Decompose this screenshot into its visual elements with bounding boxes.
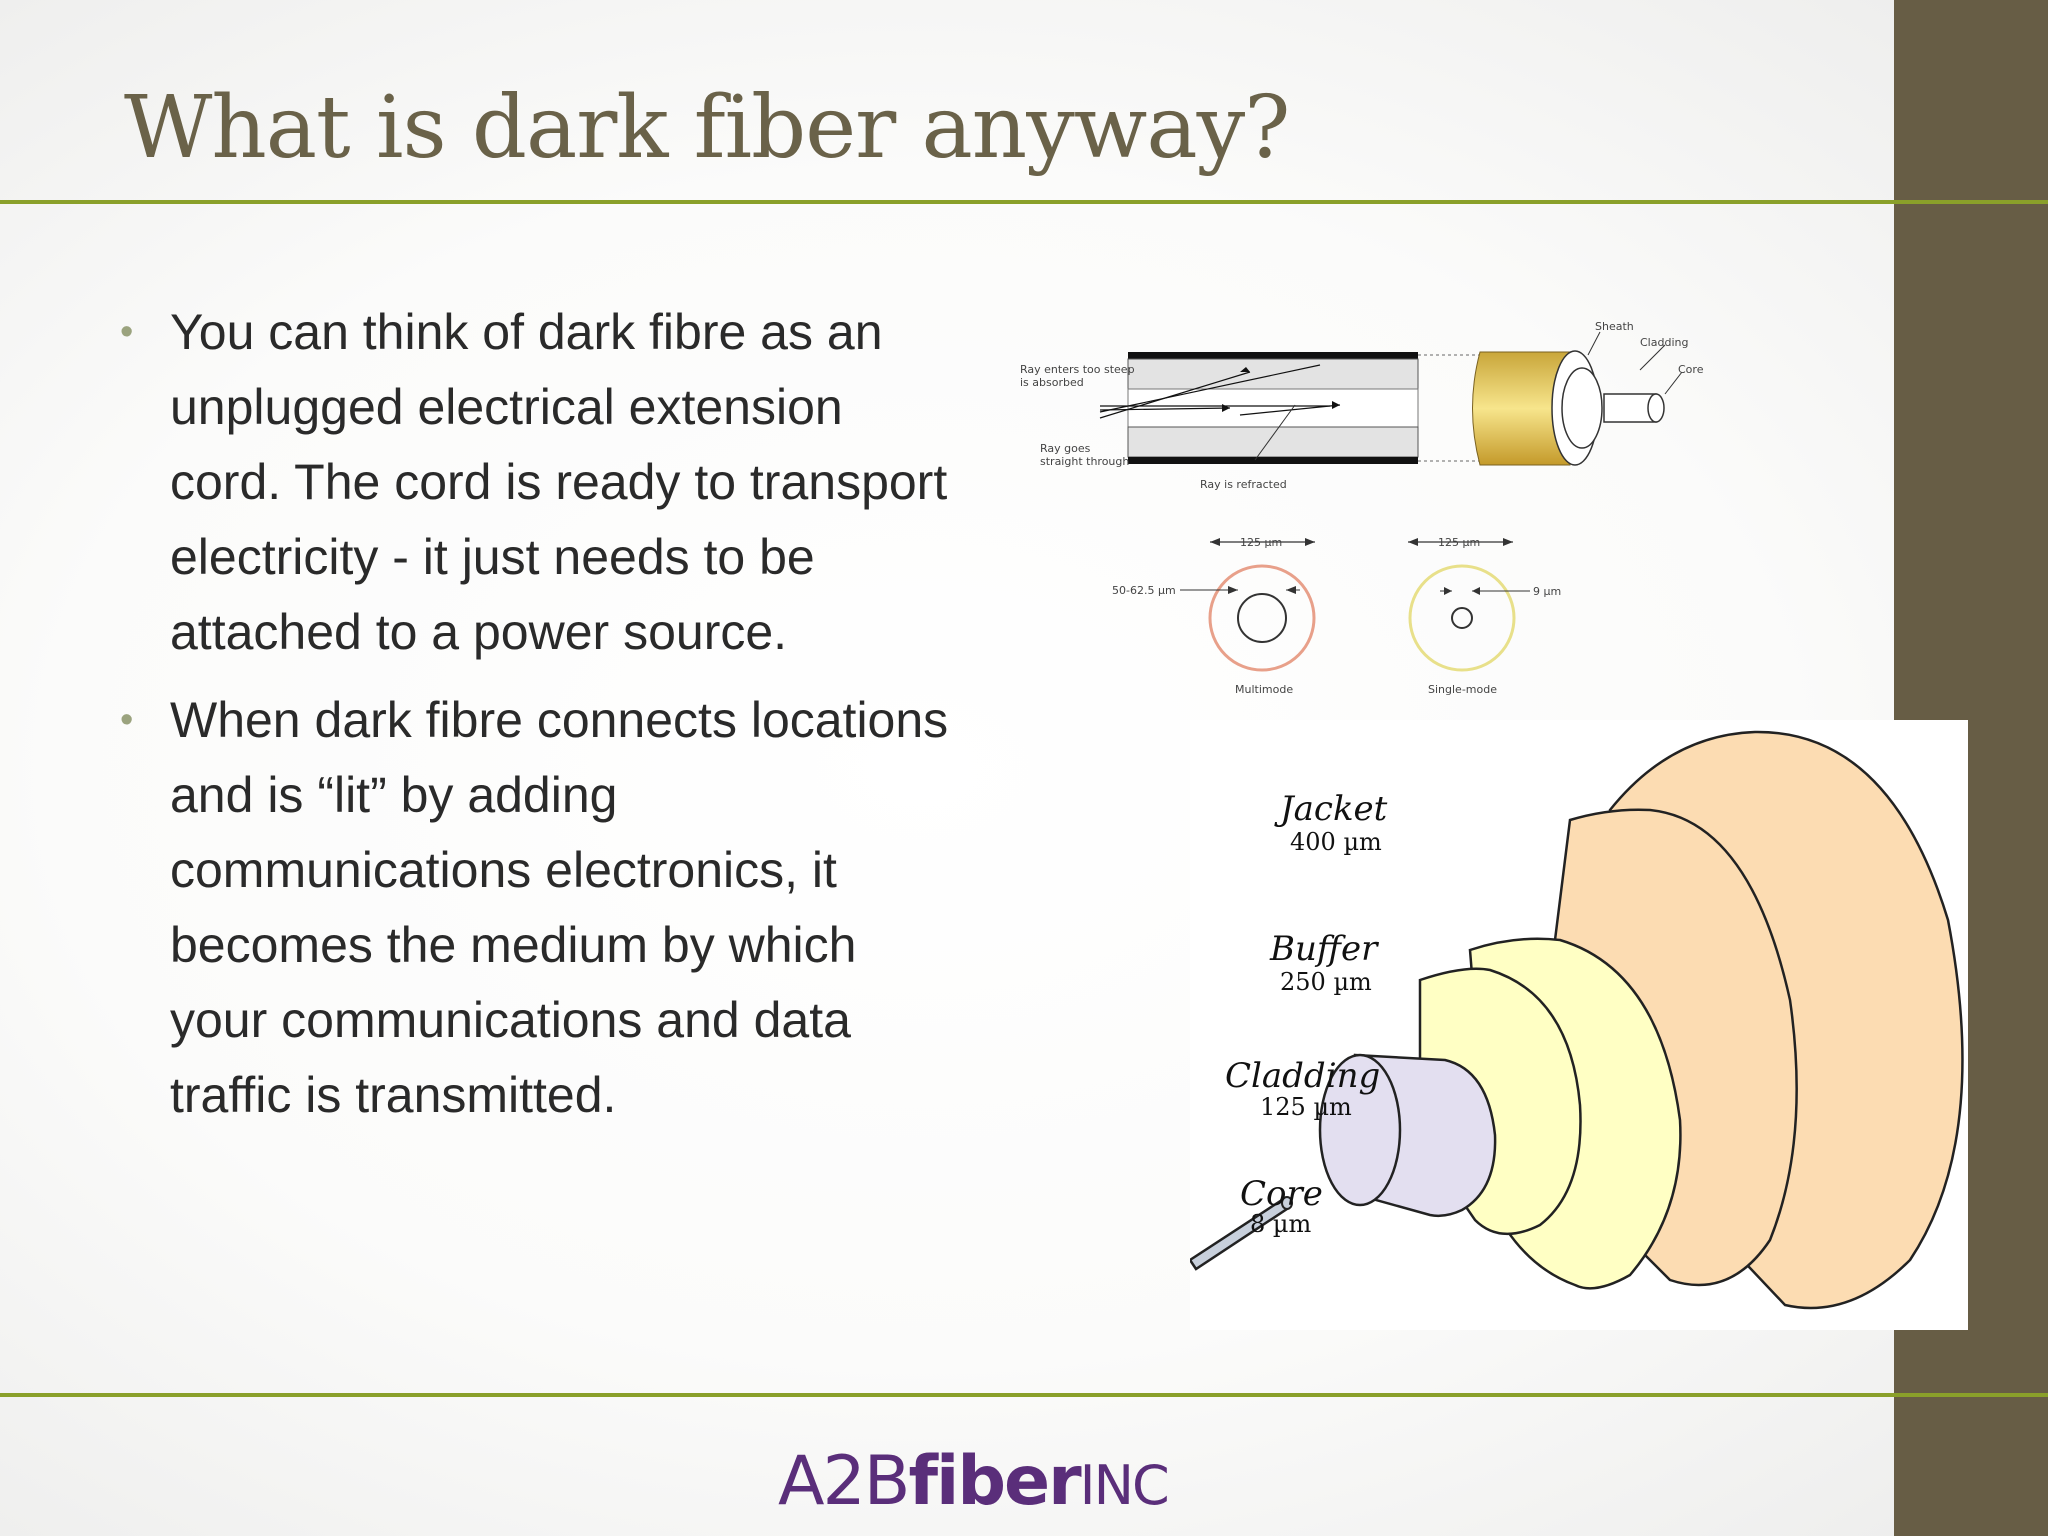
bullet-text: When dark fibre connects locations and i…	[170, 692, 949, 1123]
fiber-core-channel	[1127, 388, 1419, 428]
logo-text-fiber: fiber	[908, 1442, 1081, 1521]
jacket-size: 400 µm	[1290, 828, 1382, 856]
bullet-dot-icon: •	[120, 311, 134, 353]
title-divider	[0, 200, 2048, 204]
multimode-core	[1237, 593, 1287, 643]
cladding-label: Cladding	[1640, 336, 1688, 349]
singlemode-core	[1451, 607, 1473, 629]
sheath-bottom-edge	[1128, 457, 1418, 464]
bullet-list: • You can think of dark fibre as an unpl…	[120, 295, 960, 1146]
slide-title: What is dark fiber anyway?	[124, 78, 1290, 178]
singlemode-label: Single-mode	[1428, 683, 1497, 696]
core-name: Core	[1240, 1174, 1323, 1214]
straight-label: Ray goes	[1040, 442, 1091, 455]
logo-text-inc: INC	[1079, 1454, 1170, 1517]
fiber-layers-diagram: Jacket 400 µm Buffer 250 µm Cladding 125…	[1190, 720, 1968, 1330]
cladding-top	[1127, 358, 1419, 390]
core-label: Core	[1678, 363, 1704, 376]
bullet-item: • You can think of dark fibre as an unpl…	[120, 295, 960, 670]
singlemode-width-label: 125 µm	[1438, 536, 1480, 549]
core-end	[1647, 393, 1665, 423]
singlemode-core-label: 9 µm	[1533, 585, 1561, 598]
buffer-name: Buffer	[1269, 929, 1379, 969]
singlemode-cladding	[1408, 564, 1516, 672]
cladding-size: 125 µm	[1260, 1093, 1352, 1121]
multimode-label: Multimode	[1235, 683, 1293, 696]
straight-label-line2: straight through	[1040, 455, 1129, 468]
company-logo: A2BfiberINC	[778, 1442, 1170, 1521]
footer-divider	[0, 1393, 2048, 1397]
absorbed-label-line2: is absorbed	[1020, 376, 1084, 389]
cladding-bottom	[1127, 426, 1419, 458]
jacket-name: Jacket	[1274, 789, 1388, 829]
refracted-label: Ray is refracted	[1200, 478, 1287, 491]
fiber-mode-diagram: 125 µm 50-62.5 µm Multimode 125 µm 9 µm …	[1112, 536, 1561, 696]
multimode-core-label: 50-62.5 µm	[1112, 584, 1176, 597]
bullet-text: You can think of dark fibre as an unplug…	[170, 304, 948, 660]
bullet-dot-icon: •	[120, 699, 134, 741]
bullet-item: • When dark fibre connects locations and…	[120, 683, 960, 1133]
sheath-label: Sheath	[1595, 320, 1634, 333]
absorbed-label: Ray enters too steep	[1020, 363, 1135, 376]
buffer-size: 250 µm	[1280, 968, 1372, 996]
logo-text-a2b: A2B	[778, 1442, 910, 1521]
core-size: 8 µm	[1250, 1210, 1311, 1238]
multimode-cladding	[1208, 564, 1316, 672]
multimode-width-label: 125 µm	[1240, 536, 1282, 549]
sheath-top-edge	[1128, 352, 1418, 359]
cable-sheath	[1472, 351, 1571, 466]
cladding-name: Cladding	[1225, 1056, 1380, 1096]
cable-ray-diagram: Sheath Cladding Core Ray enters too stee…	[1020, 320, 1704, 491]
